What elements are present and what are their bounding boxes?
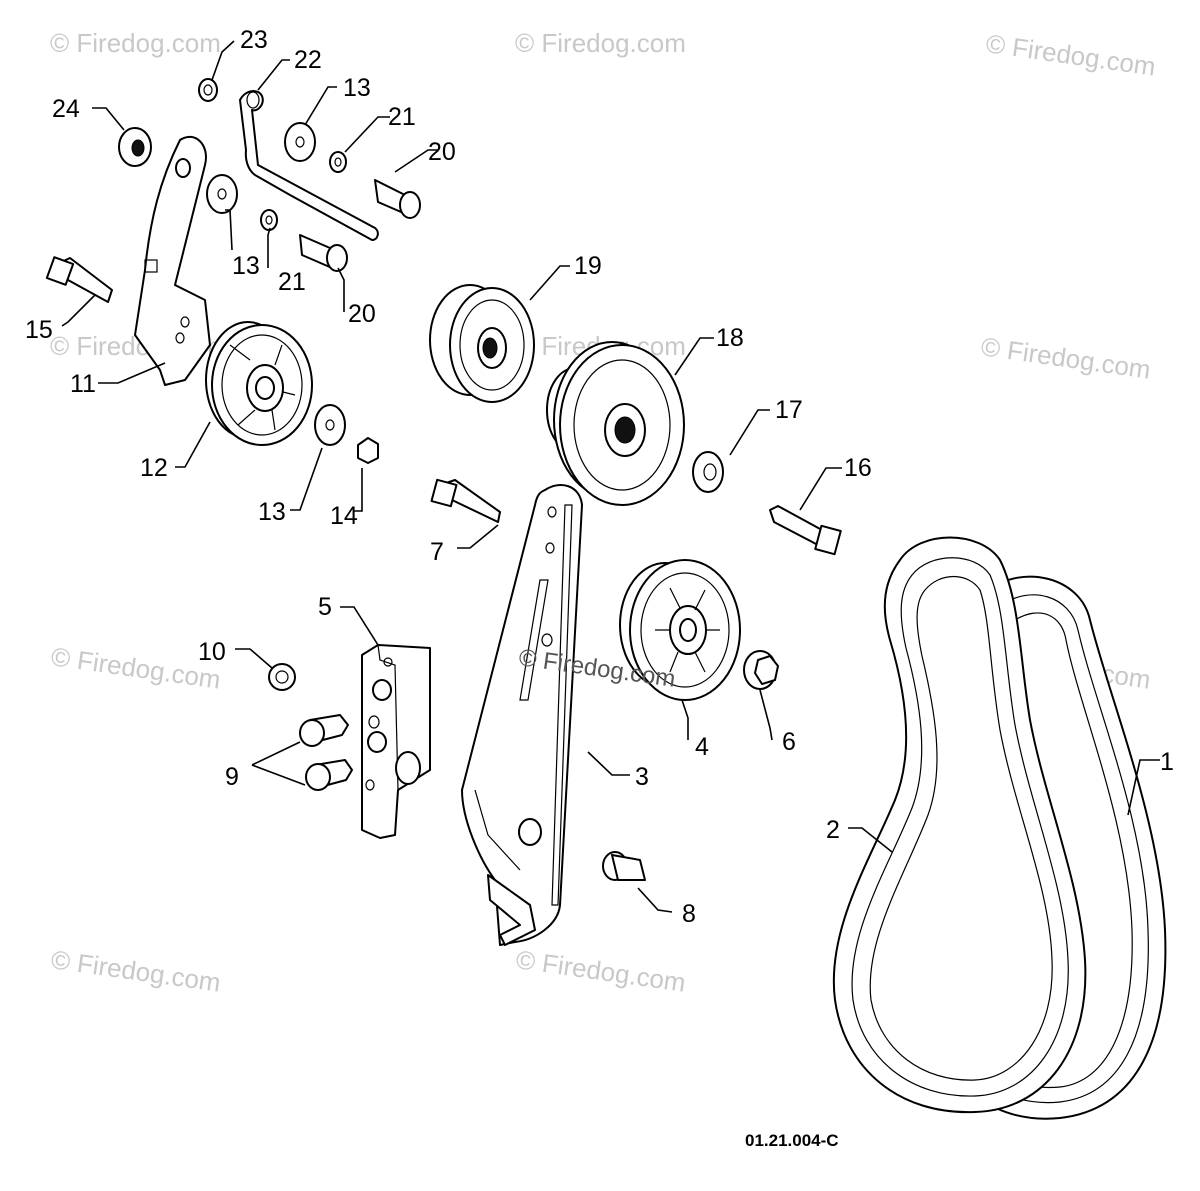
callout-16: 16	[844, 454, 872, 482]
callout-23: 23	[240, 26, 268, 54]
callout-3: 3	[635, 763, 649, 791]
watermark-text: © Firedog.com	[50, 28, 221, 58]
callout-5: 5	[318, 593, 332, 621]
drive-belt-2	[832, 536, 1087, 1114]
callout-8: 8	[682, 900, 696, 928]
callout-1: 1	[1160, 748, 1174, 776]
callout-2: 2	[826, 816, 840, 844]
idler-arm	[134, 135, 211, 386]
v-belt-pulley-18	[546, 341, 685, 506]
callout-10: 10	[198, 638, 226, 666]
callout-14: 14	[330, 502, 358, 530]
callout-15: 15	[25, 316, 53, 344]
callout-13-top: 13	[343, 74, 371, 102]
callout-22: 22	[294, 46, 322, 74]
spring-rod	[239, 90, 379, 241]
hardware-group	[45, 78, 842, 881]
callout-7: 7	[430, 538, 444, 566]
callout-21-top: 21	[388, 103, 416, 131]
callout-labels: 1 2 3 4 5 6 7 8 9 10 11 12 13 13 13 14 1…	[25, 26, 1174, 928]
flat-idler-pulley	[205, 321, 313, 446]
watermark-text: © Firedog.com	[979, 331, 1152, 384]
watermark-text: © Firedog.com	[49, 944, 222, 997]
leader-lines	[61, 40, 1160, 913]
callout-20-top: 20	[428, 138, 456, 166]
callout-9: 9	[225, 763, 239, 791]
callout-11: 11	[70, 370, 96, 398]
callout-12: 12	[140, 454, 168, 482]
callout-13-middle: 13	[232, 252, 260, 280]
callout-19: 19	[574, 252, 602, 280]
callout-17: 17	[775, 396, 803, 424]
watermark-text: © Firedog.com	[49, 641, 222, 694]
v-belt-pulley-19	[429, 284, 535, 403]
mounting-plate	[361, 644, 431, 839]
callout-18: 18	[716, 324, 744, 352]
callout-21-middle: 21	[278, 268, 306, 296]
drawing-number: 01.21.004-C	[745, 1131, 839, 1150]
watermark-text: © Firedog.com	[515, 28, 686, 58]
callout-24: 24	[52, 95, 80, 123]
callout-20-middle: 20	[348, 300, 376, 328]
idler-bracket	[461, 484, 583, 946]
watermark-text: © Firedog.com	[984, 28, 1157, 81]
callout-4: 4	[695, 733, 709, 761]
watermark-text: © Firedog.com	[514, 944, 687, 997]
callout-13-lower: 13	[258, 498, 286, 526]
flat-idler-pulley-4	[619, 559, 741, 701]
callout-6: 6	[782, 728, 796, 756]
